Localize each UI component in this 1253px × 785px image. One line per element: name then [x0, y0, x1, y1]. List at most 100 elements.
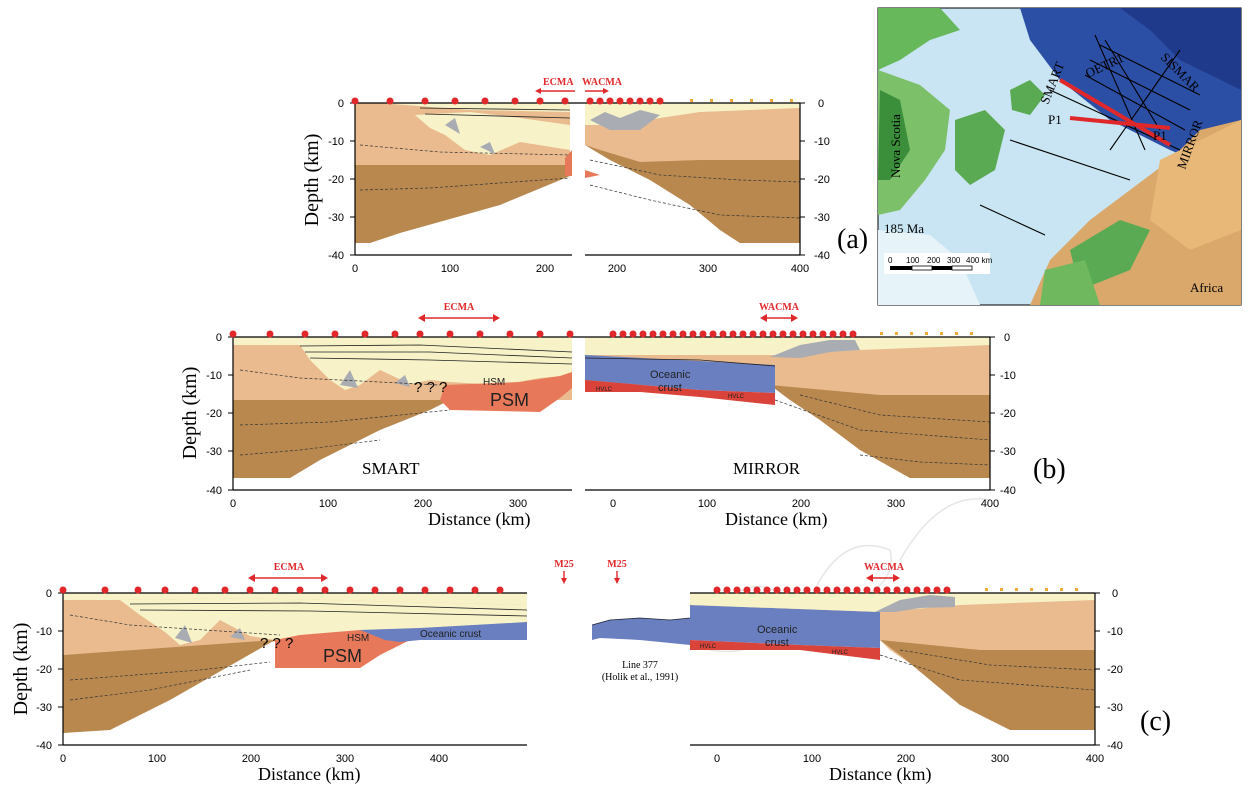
panel-a-ytick-20: -20	[328, 174, 344, 186]
panel-a-ytick-30: -30	[328, 212, 344, 224]
panel-a-tick-labels: 0 -10 -20 -30 -40 0 -10 -20 -30 -40 0 10…	[328, 98, 830, 275]
panel-a-xtick-right-300: 300	[699, 263, 717, 275]
panel-c-ytick-20: -20	[36, 664, 52, 676]
panel-a-xtick-left-200: 200	[536, 263, 554, 275]
panel-c-xtick-right-100: 100	[803, 753, 821, 765]
panel-b-xtick-left-100: 100	[319, 498, 337, 510]
map-africa: Africa	[1190, 280, 1223, 295]
panel-c-xtick-left-300: 300	[336, 753, 354, 765]
panel-c-question-marks: ? ? ?	[260, 635, 293, 652]
panel-c-oceanic-label-1: Oceanic	[757, 624, 798, 636]
panel-c-right-section	[690, 593, 1096, 730]
panel-b: ECMA WACMA ? ? ? HSM PSM Oceanic crust H…	[179, 302, 1066, 530]
panel-b-xtick-left-300: 300	[509, 498, 527, 510]
map-scale-0: 0	[888, 256, 893, 265]
panel-b-label: (b)	[1033, 454, 1066, 485]
panel-a-right-section	[585, 103, 801, 243]
panel-c-line377-label: Line 377	[622, 660, 658, 671]
panel-b-annotations: ? ? ? HSM PSM Oceanic crust HVLC HVLC SM…	[362, 369, 801, 478]
panel-a-ytick-40: -40	[328, 250, 344, 262]
panel-a-xtick-right-200: 200	[608, 263, 626, 275]
panel-c-ytick-40: -40	[36, 740, 52, 752]
panel-b-question-marks: ? ? ?	[414, 379, 447, 396]
panel-c-psm-label: PSM	[323, 646, 362, 666]
panel-c-xtick-right-400: 400	[1086, 753, 1104, 765]
panel-c-xtick-left-200: 200	[242, 753, 260, 765]
panel-c-ytick-0: 0	[46, 588, 52, 600]
panel-b-xtick-right-0: 0	[610, 498, 616, 510]
panel-b-rytick-30: -30	[1000, 446, 1016, 458]
panel-a-rytick-10: -10	[814, 136, 830, 148]
panel-b-left-section	[233, 337, 573, 478]
panel-b-right-section	[584, 337, 991, 478]
panel-b-ecma-label: ECMA	[444, 302, 475, 313]
panel-c-xtick-right-0: 0	[714, 753, 720, 765]
panel-b-rytick-40: -40	[1000, 485, 1016, 497]
panel-c-m25-label-2: M25	[607, 559, 626, 570]
panel-a-stations	[351, 97, 793, 105]
panel-c-hvlc-label-2: HVLC	[832, 650, 849, 656]
panel-b-rytick-20: -20	[1000, 408, 1016, 420]
panel-c-annotations: ? ? ? HSM PSM Oceanic crust Oceanic crus…	[260, 624, 849, 683]
panel-b-oceanic-label-2: crust	[658, 382, 682, 394]
panel-b-xtick-right-200: 200	[792, 498, 810, 510]
panel-b-smart-label: SMART	[362, 459, 420, 478]
panel-b-margin-arrows: ECMA WACMA	[418, 302, 800, 322]
map-scale-200: 200	[927, 256, 941, 265]
panel-b-ytick-0: 0	[216, 332, 222, 344]
panel-a-xtick-right-400: 400	[791, 263, 809, 275]
panel-a: ECMA WACMA 0 -10 -20 -30 -40 0 -10 -20 -…	[301, 77, 868, 275]
panel-b-ylabel: Depth (km)	[179, 367, 201, 460]
location-map: Nova Scotia Africa 185 Ma SMART OETR1 SI…	[877, 7, 1242, 306]
panel-b-stations	[229, 330, 973, 338]
panel-c-margin-arrows: ECMA WACMA M25 M25	[248, 559, 905, 584]
panel-c-ytick-10: -10	[36, 626, 52, 638]
panel-b-ytick-40: -40	[206, 485, 222, 497]
panel-c-xtick-left-100: 100	[148, 753, 166, 765]
panel-b-oceanic-label-1: Oceanic	[650, 369, 691, 381]
panel-c-ylabel: Depth (km)	[10, 623, 32, 716]
panel-a-rytick-30: -30	[814, 212, 830, 224]
panel-a-rytick-0: 0	[818, 98, 824, 110]
panel-a-ecma-label: ECMA	[543, 77, 574, 88]
panel-b-rytick-0: 0	[1004, 332, 1010, 344]
panel-c-xtick-right-300: 300	[991, 753, 1009, 765]
panel-c-rytick-0: 0	[1112, 588, 1118, 600]
panel-b-mirror-label: MIRROR	[733, 459, 801, 478]
panel-b-xtick-left-0: 0	[230, 498, 236, 510]
panel-c-xtick-left-0: 0	[60, 753, 66, 765]
panel-b-ytick-30: -30	[206, 446, 222, 458]
map-scale-400: 400 km	[966, 256, 993, 265]
panel-b-tick-labels: 0 -10 -20 -30 -40 0 -10 -20 -30 -40 0 10…	[206, 332, 1016, 510]
panel-b-wacma-label: WACMA	[759, 302, 800, 313]
panel-c-rytick-40: -40	[1107, 740, 1123, 752]
map-scale-300: 300	[947, 256, 961, 265]
panel-c-oceanic-crust-label: Oceanic crust	[420, 629, 481, 640]
panel-a-rytick-20: -20	[814, 174, 830, 186]
panel-c-xtick-right-200: 200	[897, 753, 915, 765]
panel-b-xtick-right-100: 100	[698, 498, 716, 510]
panel-b-xlabel-left: Distance (km)	[428, 509, 530, 530]
panel-a-ytick-10: -10	[328, 136, 344, 148]
map-scale-100: 100	[906, 256, 920, 265]
map-p1-right: P1	[1153, 128, 1167, 143]
panel-c-hsm-label: HSM	[347, 633, 369, 644]
panel-b-xlabel-right: Distance (km)	[725, 509, 827, 530]
panel-c-xlabel-left: Distance (km)	[258, 764, 360, 785]
panel-c: ECMA WACMA M25 M25 ? ? ? HSM PSM Oceanic…	[10, 559, 1171, 785]
panel-b-xtick-right-300: 300	[887, 498, 905, 510]
panel-b-hsm-label: HSM	[483, 377, 505, 388]
map-scale-bar: 0 100 200 300 400 km	[884, 253, 993, 274]
panel-a-rytick-40: -40	[814, 250, 830, 262]
panel-c-oceanic-label-2: crust	[765, 637, 789, 649]
panel-c-ecma-label: ECMA	[274, 562, 305, 573]
panel-b-psm-label: PSM	[490, 390, 529, 410]
panel-b-ytick-20: -20	[206, 408, 222, 420]
panel-b-xtick-right-400: 400	[981, 498, 999, 510]
panel-b-hvlc-label-1: HVLC	[596, 387, 613, 393]
map-p1-left: P1	[1048, 112, 1062, 127]
panel-c-xtick-left-400: 400	[430, 753, 448, 765]
panel-c-hvlc-label-1: HVLC	[700, 644, 717, 650]
panel-c-rytick-20: -20	[1107, 664, 1123, 676]
